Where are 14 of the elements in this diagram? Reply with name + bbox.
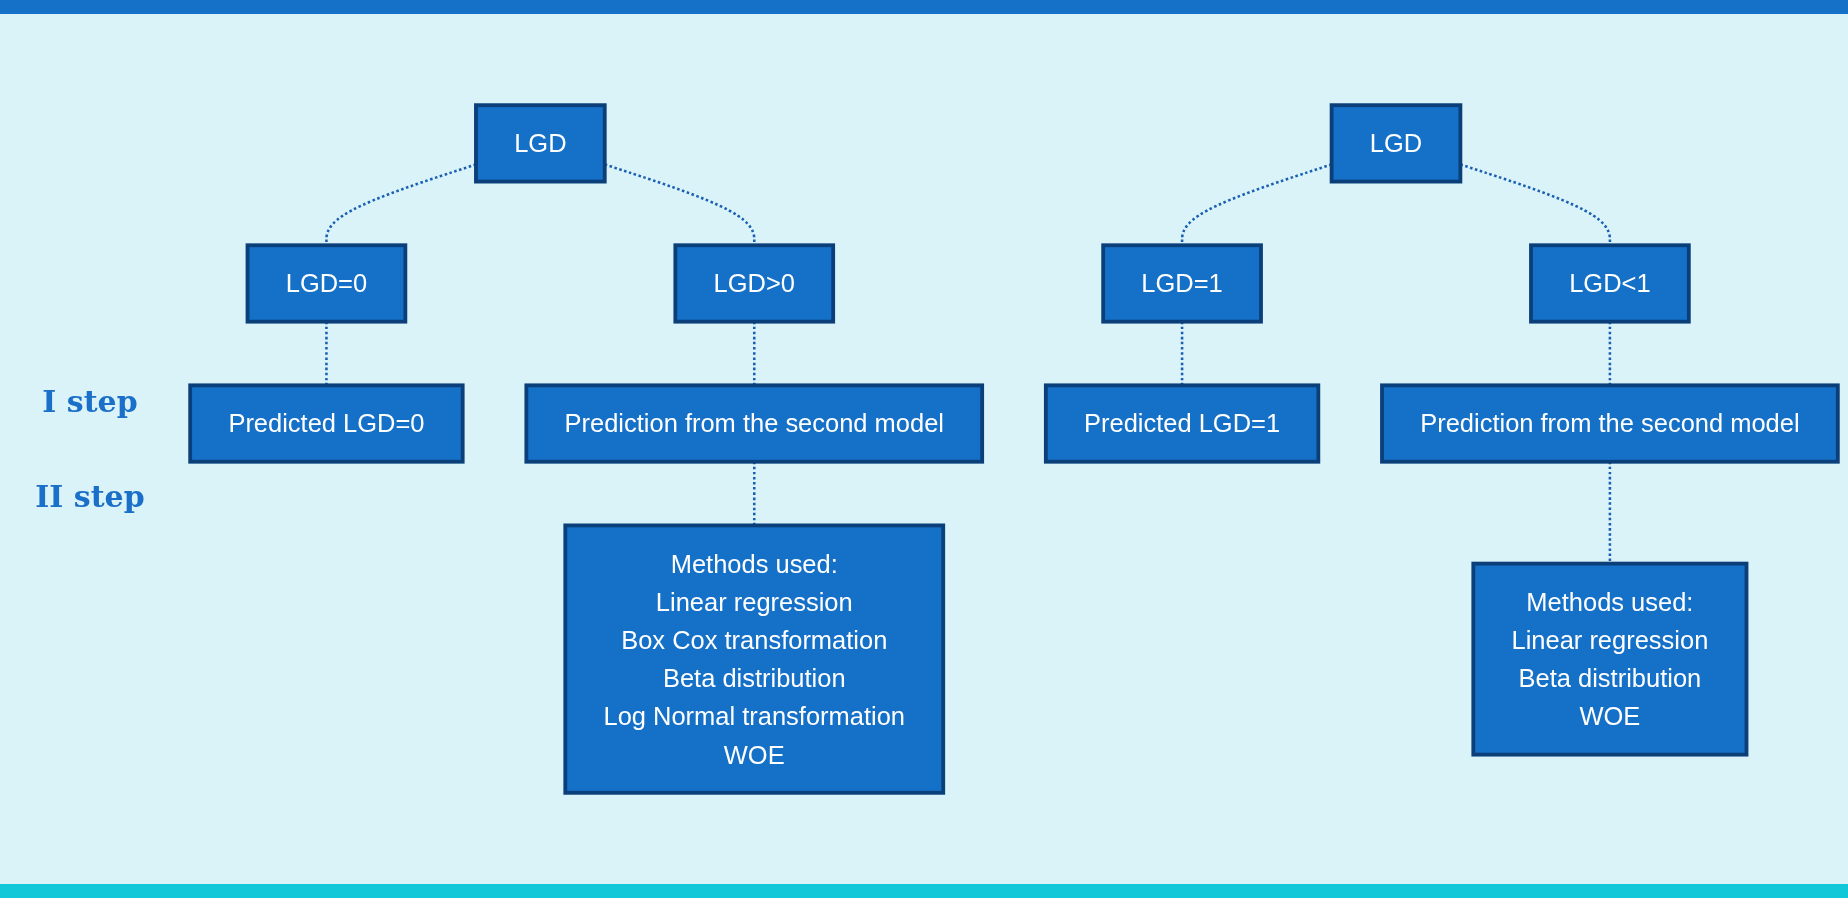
node-box: Prediction from the second model bbox=[1380, 383, 1840, 464]
node-box: LGD=0 bbox=[245, 243, 408, 324]
node-box: LGD=1 bbox=[1101, 243, 1263, 324]
node-box: LGD bbox=[474, 103, 607, 184]
node-box: LGD bbox=[1329, 103, 1463, 184]
node-box: LGD>0 bbox=[673, 243, 836, 324]
step-label: II step bbox=[35, 479, 145, 514]
node-box: Predicted LGD=1 bbox=[1043, 383, 1321, 464]
step-label: I step bbox=[42, 384, 138, 419]
node-box: Predicted LGD=0 bbox=[188, 383, 465, 464]
node-box: Methods used: Linear regression Box Cox transformation Beta distribution Log Normal transformation WOE bbox=[563, 523, 946, 795]
node-box: Methods used: Linear regression Beta distribution WOE bbox=[1471, 561, 1749, 757]
node-box: LGD<1 bbox=[1529, 243, 1691, 324]
node-box: Prediction from the second model bbox=[524, 383, 985, 464]
